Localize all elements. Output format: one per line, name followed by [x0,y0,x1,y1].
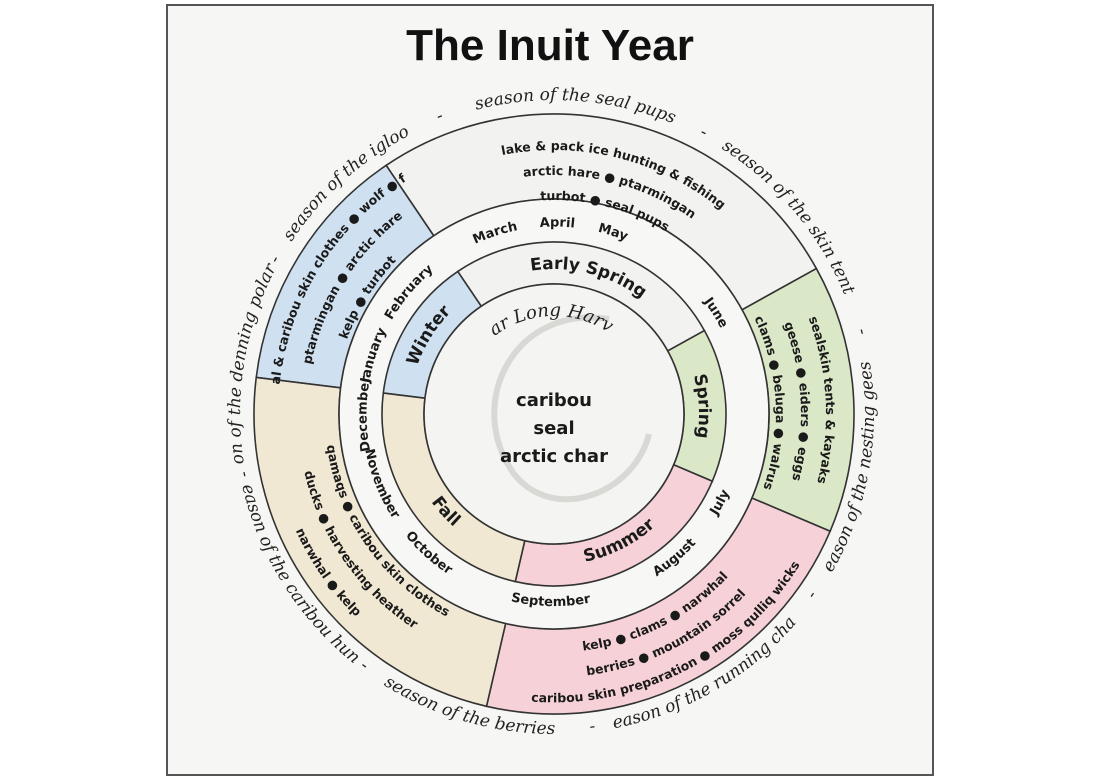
center-item-arctic-char: arctic char [500,446,608,467]
month-label-september: September [510,590,592,610]
swirl-decoration [491,314,652,503]
season-separator-4: - [588,716,596,737]
season-separator-3: - [802,586,822,602]
season-separator-1: - [697,122,712,142]
month-label-december: December [355,375,374,453]
center-item-seal: seal [533,418,574,439]
center-item-caribou: caribou [516,390,592,411]
month-label-april: April [539,215,575,231]
diagram-title: The Inuit Year [406,21,694,70]
season-separator-8: - [433,106,446,127]
season-separator-6: - [234,469,255,479]
season-separator-5: - [356,656,373,676]
season-separator-2: - [852,326,873,337]
